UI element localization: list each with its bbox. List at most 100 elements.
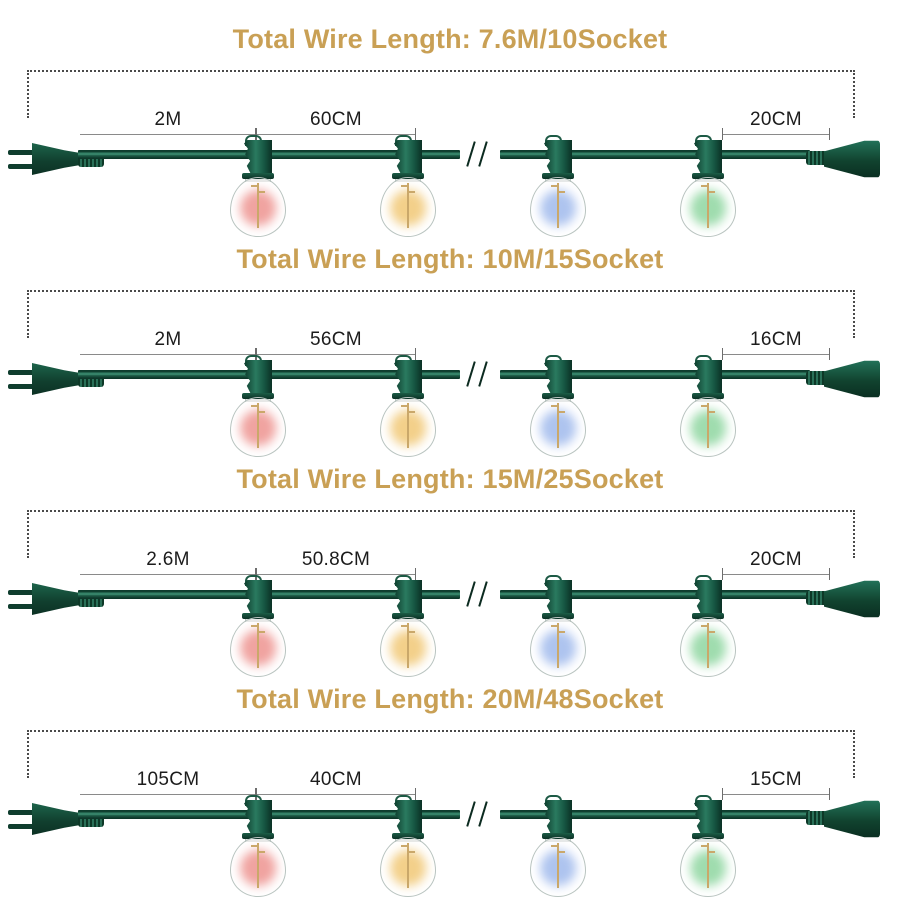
dimension-tail-tick-right (829, 348, 830, 360)
socket-rim (242, 833, 274, 839)
break-slash-1 (466, 361, 476, 387)
socket-holder (244, 580, 272, 616)
section-title-2: Total Wire Length: 10M/15Socket (236, 244, 664, 274)
dimension-spacing: 50.8CM (256, 546, 416, 580)
socket-holder (244, 360, 272, 396)
dimension-tail-line (722, 574, 830, 575)
dimension-tail-tick-right (829, 788, 830, 800)
bulb-amber (380, 617, 436, 677)
break-slash-1 (466, 801, 476, 827)
socket-holder (394, 360, 422, 396)
dimension-lead-label: 2M (154, 329, 182, 350)
dimension-spacing-tick-right (415, 128, 416, 140)
break-slash-2 (478, 141, 488, 167)
dimension-tail-tick-left (722, 788, 723, 800)
socket-rim (392, 173, 424, 179)
socket-rim (392, 833, 424, 839)
dimension-spacing-tick-right (415, 348, 416, 360)
receptacle-body (824, 360, 880, 398)
dimension-lead-tick-right (255, 128, 256, 140)
filament-icon (701, 182, 715, 228)
dimension-spacing-tick-left (256, 128, 257, 140)
dimension-spacing-tick-left (256, 568, 257, 580)
dimension-tail-label: 20CM (750, 549, 802, 570)
dimension-tail-tick-right (829, 128, 830, 140)
dimension-tail-line (722, 354, 830, 355)
wire-segment-right (500, 370, 810, 379)
bulb-blue (530, 837, 586, 897)
dimension-tail-label: 20CM (750, 109, 802, 130)
bulb-amber (380, 177, 436, 237)
filament-icon (701, 402, 715, 448)
socket-rim (542, 173, 574, 179)
filament-icon (551, 402, 565, 448)
filament-icon (551, 622, 565, 668)
receptacle-body (824, 140, 880, 178)
dimension-spacing-label: 50.8CM (301, 549, 371, 570)
filament-icon (551, 842, 565, 888)
socket-rim (692, 833, 724, 839)
filament-icon (401, 182, 415, 228)
socket-rim (692, 613, 724, 619)
dimension-spacing-tick-right (415, 568, 416, 580)
bulb-red (230, 177, 286, 237)
break-slash-2 (478, 361, 488, 387)
dimension-tail-line (722, 134, 830, 135)
dimension-lead-tick-right (255, 568, 256, 580)
socket-rim (242, 393, 274, 399)
plug-body (32, 583, 84, 615)
dimension-tail-tick-left (722, 128, 723, 140)
plug-prong-top (8, 590, 34, 595)
break-slash-1 (466, 141, 476, 167)
dimension-lead-label: 2M (154, 109, 182, 130)
plug-prong-top (8, 370, 34, 375)
bulb-blue (530, 177, 586, 237)
dimension-tail-tick-left (722, 568, 723, 580)
dimension-spacing-tick-left (256, 788, 257, 800)
dimension-spacing-label: 56CM (310, 329, 362, 350)
wire-segment-right (500, 590, 810, 599)
wire-segment-right (500, 810, 810, 819)
dimension-spacing: 60CM (256, 106, 416, 140)
dimension-spacing-line (256, 574, 416, 575)
wire-segment-right (500, 150, 810, 159)
dimension-tail-label: 15CM (750, 769, 802, 790)
dimension-lead-line (80, 574, 256, 575)
dimension-tail-tick-left (722, 348, 723, 360)
bulb-red (230, 397, 286, 457)
socket-rim (692, 393, 724, 399)
dimension-spacing-tick-left (256, 348, 257, 360)
dimension-tail: 20CM (722, 546, 830, 580)
socket-holder (694, 800, 722, 836)
filament-icon (401, 622, 415, 668)
dimension-spacing-line (256, 794, 416, 795)
filament-icon (251, 402, 265, 448)
dimension-spacing-label: 60CM (310, 109, 362, 130)
socket-rim (692, 173, 724, 179)
socket-rim (242, 613, 274, 619)
dotted-enclosure (27, 70, 855, 118)
dimension-spacing: 56CM (256, 326, 416, 360)
dimension-lead-tick-right (255, 348, 256, 360)
dimension-lead: 2.6M (80, 546, 256, 580)
plug-prong-bottom (8, 164, 34, 169)
dotted-enclosure (27, 290, 855, 338)
bulb-green (680, 397, 736, 457)
filament-icon (251, 842, 265, 888)
section-title-3: Total Wire Length: 15M/25Socket (236, 464, 664, 494)
dimension-tail: 20CM (722, 106, 830, 140)
dotted-enclosure (27, 730, 855, 778)
receptacle-strain-relief (806, 591, 828, 605)
dimension-tail: 15CM (722, 766, 830, 800)
receptacle-strain-relief (806, 811, 828, 825)
dimension-lead: 2M (80, 106, 256, 140)
plug-prong-top (8, 810, 34, 815)
dimension-lead-label: 105CM (136, 769, 200, 790)
socket-rim (392, 393, 424, 399)
socket-rim (542, 393, 574, 399)
filament-icon (251, 182, 265, 228)
filament-icon (551, 182, 565, 228)
bulb-blue (530, 617, 586, 677)
plug-prong-bottom (8, 384, 34, 389)
